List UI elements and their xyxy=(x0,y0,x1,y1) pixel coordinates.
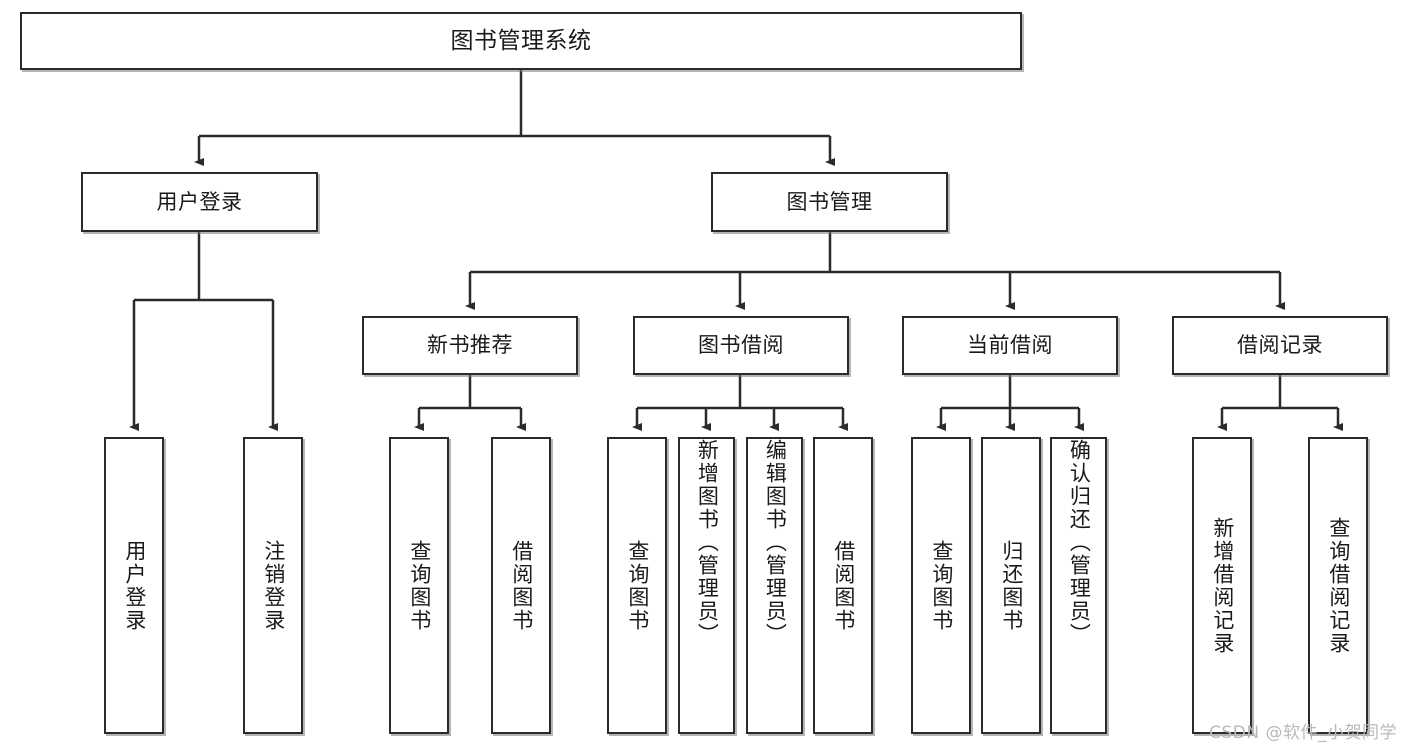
node-new-book-recommend[interactable]: 新书推荐 xyxy=(362,316,578,375)
node-leaf-logout-login-label: 注销登录 xyxy=(261,539,286,632)
node-leaf-query-book-2-label: 查询图书 xyxy=(625,539,650,632)
node-leaf-borrow-book-1-label: 借阅图书 xyxy=(509,539,534,632)
node-leaf-query-book-3-label: 查询图书 xyxy=(929,539,954,632)
node-leaf-return-book[interactable]: 归还图书 xyxy=(981,437,1041,734)
node-leaf-confirm-return[interactable]: 确认归还（管理员） xyxy=(1050,437,1107,734)
node-leaf-borrow-book-2-label: 借阅图书 xyxy=(831,539,856,632)
node-leaf-query-book-1-label: 查询图书 xyxy=(407,539,432,632)
node-leaf-user-login[interactable]: 用户登录 xyxy=(104,437,164,734)
node-leaf-query-book-1[interactable]: 查询图书 xyxy=(389,437,449,734)
node-leaf-user-login-label: 用户登录 xyxy=(122,539,147,632)
node-leaf-add-record[interactable]: 新增借阅记录 xyxy=(1192,437,1252,734)
node-root[interactable]: 图书管理系统 xyxy=(20,12,1022,70)
node-root-label: 图书管理系统 xyxy=(450,27,592,54)
node-leaf-add-record-label: 新增借阅记录 xyxy=(1210,516,1235,655)
node-borrow-record[interactable]: 借阅记录 xyxy=(1172,316,1388,375)
csdn-watermark: CSDN @软件_小贺同学 xyxy=(1209,723,1397,743)
node-book-manage[interactable]: 图书管理 xyxy=(711,172,948,232)
node-book-borrow[interactable]: 图书借阅 xyxy=(633,316,849,375)
node-leaf-add-book-label: 新增图书（管理员） xyxy=(695,439,720,646)
node-leaf-borrow-book-1[interactable]: 借阅图书 xyxy=(491,437,551,734)
node-current-borrow[interactable]: 当前借阅 xyxy=(902,316,1118,375)
node-leaf-edit-book-label: 编辑图书（管理员） xyxy=(763,439,788,646)
node-leaf-confirm-return-label: 确认归还（管理员） xyxy=(1067,439,1092,646)
node-leaf-logout-login[interactable]: 注销登录 xyxy=(243,437,303,734)
node-leaf-edit-book[interactable]: 编辑图书（管理员） xyxy=(746,437,803,734)
node-new-book-recommend-label: 新书推荐 xyxy=(427,333,513,358)
node-book-borrow-label: 图书借阅 xyxy=(698,333,784,358)
node-leaf-borrow-book-2[interactable]: 借阅图书 xyxy=(813,437,873,734)
node-leaf-query-record-label: 查询借阅记录 xyxy=(1326,516,1351,655)
node-leaf-return-book-label: 归还图书 xyxy=(999,539,1024,632)
node-current-borrow-label: 当前借阅 xyxy=(967,333,1053,358)
node-leaf-query-record[interactable]: 查询借阅记录 xyxy=(1308,437,1368,734)
node-leaf-query-book-2[interactable]: 查询图书 xyxy=(607,437,667,734)
node-borrow-record-label: 借阅记录 xyxy=(1237,333,1323,358)
node-leaf-query-book-3[interactable]: 查询图书 xyxy=(911,437,971,734)
node-user-login[interactable]: 用户登录 xyxy=(81,172,318,232)
node-book-manage-label: 图书管理 xyxy=(786,189,873,214)
node-user-login-label: 用户登录 xyxy=(156,189,243,214)
node-leaf-add-book[interactable]: 新增图书（管理员） xyxy=(678,437,735,734)
